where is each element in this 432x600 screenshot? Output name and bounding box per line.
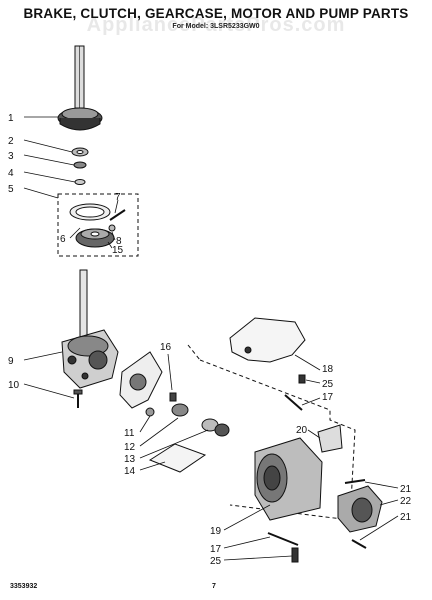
part-25-screw-top — [298, 374, 306, 384]
callout-9: 9 — [8, 356, 14, 367]
part-13-coupling — [201, 418, 230, 437]
page-title: BRAKE, CLUTCH, GEARCASE, MOTOR AND PUMP … — [23, 6, 409, 21]
callout-17-lower: 17 — [210, 544, 222, 555]
callout-16: 16 — [160, 342, 172, 353]
callout-21-upper: 21 — [400, 484, 412, 495]
part-17-clip-upper — [284, 394, 303, 411]
part-2-washer — [71, 147, 89, 157]
callout-7: 7 — [115, 192, 121, 203]
agitator-shaft — [79, 269, 88, 346]
watermark: AppliancePartsPros.com — [86, 14, 346, 36]
part-16-screw — [169, 392, 177, 402]
page-subtitle: For Model: 3LSR5233GW0 — [172, 23, 260, 30]
callout-13: 13 — [124, 454, 136, 465]
part-9-gearcase — [61, 329, 119, 389]
part-19-motor — [254, 437, 323, 521]
callout-8: 8 — [116, 236, 122, 247]
callout-17-upper: 17 — [322, 392, 334, 403]
callout-4: 4 — [8, 168, 14, 179]
part-25-screw-bottom — [291, 547, 299, 563]
part-7-pin — [109, 209, 126, 221]
callout-25-upper: 25 — [322, 379, 334, 390]
callout-25-lower: 25 — [210, 556, 222, 567]
callout-18: 18 — [322, 364, 334, 375]
callout-6: 6 — [60, 234, 66, 245]
part-11-nut — [145, 407, 155, 417]
part-22-pump — [337, 485, 383, 533]
part-17-clip-lower — [267, 532, 299, 546]
part-20-motor-switch — [317, 424, 343, 453]
part-8-clip — [108, 224, 116, 232]
callout-15: 15 — [112, 245, 124, 256]
callout-3: 3 — [8, 151, 14, 162]
callout-14: 14 — [124, 466, 136, 477]
part-21-clamp-lower — [351, 539, 367, 549]
callout-10: 10 — [8, 380, 20, 391]
part-1-brake-shaft — [57, 45, 103, 131]
callout-22: 22 — [400, 496, 412, 507]
callout-11: 11 — [124, 428, 135, 439]
callout-19: 19 — [210, 526, 222, 537]
page-number: 7 — [212, 583, 216, 590]
part-21-clamp-upper — [344, 479, 366, 484]
part-12-seal — [171, 403, 189, 417]
part-15-brake-rotor — [75, 228, 115, 248]
part-18-shield — [229, 317, 306, 363]
part-10-bolt — [73, 389, 83, 408]
callout-5: 5 — [8, 184, 14, 195]
part-14-pad — [148, 443, 207, 473]
callout-1: 1 — [8, 113, 14, 124]
part-6-brake-spring — [69, 203, 111, 221]
callout-21-lower: 21 — [400, 512, 412, 523]
document-id: 3353932 — [10, 583, 38, 590]
part-4-ring — [74, 179, 86, 185]
part-5-brake-assembly-box — [57, 193, 139, 257]
callout-12: 12 — [124, 442, 136, 453]
pump-gasket-plate — [119, 351, 163, 409]
callout-20: 20 — [296, 425, 308, 436]
callout-2: 2 — [8, 136, 14, 147]
part-3-bearing — [73, 161, 87, 169]
